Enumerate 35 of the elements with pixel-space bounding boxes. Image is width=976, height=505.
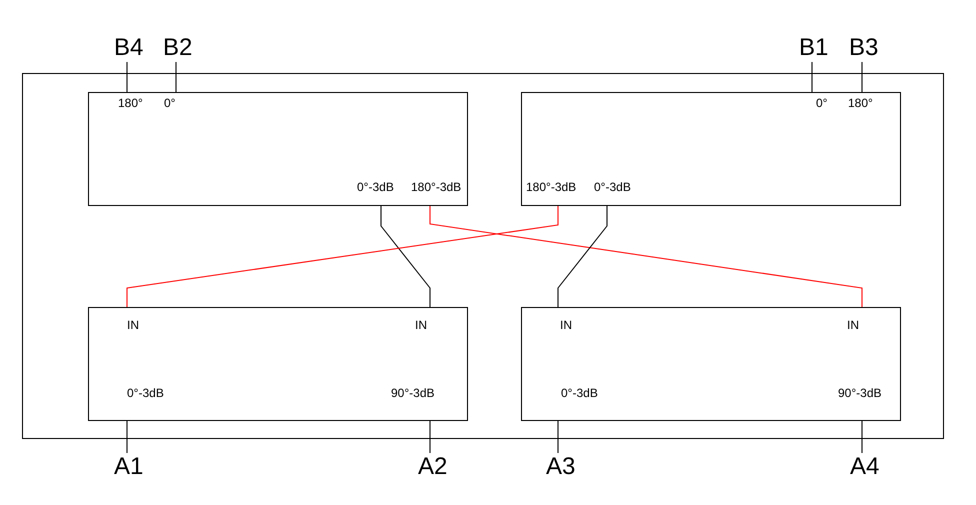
port-label: IN: [127, 318, 139, 332]
port-label: IN: [847, 318, 859, 332]
coupler-box: [521, 307, 901, 421]
signal-line: [380, 206, 430, 308]
port-label: 180°-3dB: [526, 180, 576, 194]
port-name: B4: [114, 34, 144, 62]
signal-line: [558, 206, 608, 308]
port-label: 0°-3dB: [127, 386, 164, 400]
port-name: A4: [850, 453, 880, 481]
port-name: A2: [418, 453, 448, 481]
port-label: IN: [415, 318, 427, 332]
port-label: 0°-3dB: [561, 386, 598, 400]
signal-line: [430, 206, 862, 308]
port-name: B3: [849, 34, 879, 62]
port-label: 90°-3dB: [391, 386, 434, 400]
coupler-box: [88, 307, 468, 421]
port-label: IN: [560, 318, 572, 332]
port-label: 0°: [816, 96, 828, 110]
port-name: B1: [799, 34, 829, 62]
port-label: 180°: [848, 96, 873, 110]
port-label: 0°: [164, 96, 176, 110]
port-name: A3: [546, 453, 576, 481]
port-label: 90°-3dB: [838, 386, 882, 400]
port-name: B2: [163, 34, 193, 62]
port-label: 180°: [118, 96, 143, 110]
signal-line: [126, 206, 558, 308]
signal-line: [126, 420, 128, 454]
signal-line: [126, 62, 128, 92]
port-name: A1: [114, 453, 144, 481]
port-label: 0°-3dB: [357, 180, 394, 194]
coupler-box: [88, 92, 468, 206]
port-label: 0°-3dB: [594, 180, 631, 194]
enclosure-box: [22, 73, 944, 439]
coupler-box: [521, 92, 901, 206]
port-label: 180°-3dB: [411, 180, 462, 194]
